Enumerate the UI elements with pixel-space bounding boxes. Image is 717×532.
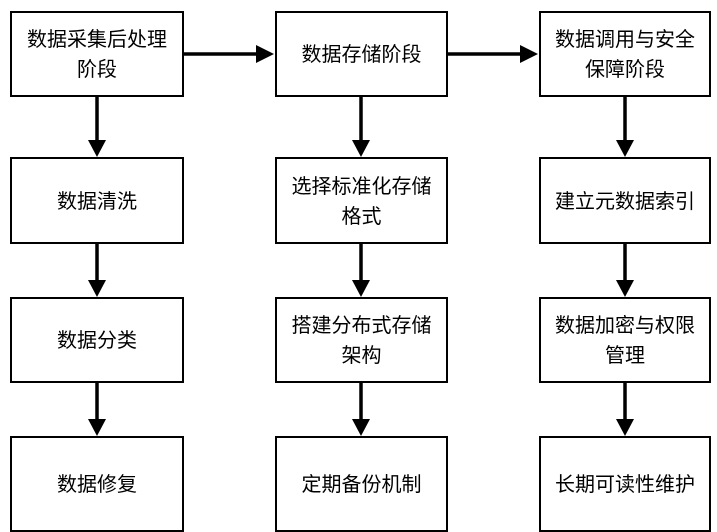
step-label: 数据修复 bbox=[57, 472, 137, 496]
step-label: 数据分类 bbox=[57, 328, 137, 352]
arrow-col2-step1-to-step2 bbox=[352, 244, 370, 297]
step-label: 数据清洗 bbox=[57, 188, 137, 213]
arrow-stage2-to-stage3 bbox=[448, 45, 538, 63]
arrow-col3-header-to-step1 bbox=[616, 97, 634, 157]
step-box-data-classification: 数据分类 bbox=[10, 297, 184, 383]
step-box-long-term-readability: 长期可读性维护 bbox=[539, 436, 711, 532]
arrow-stage1-to-stage2 bbox=[184, 45, 274, 63]
step-box-distributed-storage: 搭建分布式存储架构 bbox=[275, 297, 448, 383]
step-box-standard-format: 选择标准化存储格式 bbox=[275, 157, 448, 244]
step-box-backup: 定期备份机制 bbox=[275, 436, 448, 532]
arrow-col2-step2-to-step3 bbox=[352, 383, 370, 436]
stage-box-storage: 数据存储阶段 bbox=[275, 11, 448, 97]
step-box-data-repair: 数据修复 bbox=[10, 436, 184, 532]
arrow-col3-step2-to-step3 bbox=[616, 383, 634, 436]
stage-box-post-collection: 数据采集后处理阶段 bbox=[10, 11, 184, 97]
step-label: 建立元数据索引 bbox=[555, 188, 695, 213]
step-box-data-cleaning: 数据清洗 bbox=[10, 157, 184, 244]
step-label: 搭建分布式存储架构 bbox=[291, 313, 432, 367]
step-label: 选择标准化存储格式 bbox=[291, 173, 432, 228]
arrow-col1-header-to-step1 bbox=[88, 97, 106, 157]
step-box-encryption-permissions: 数据加密与权限管理 bbox=[539, 297, 711, 383]
step-label: 定期备份机制 bbox=[301, 472, 422, 496]
step-label: 数据加密与权限管理 bbox=[555, 313, 695, 367]
arrow-col3-step1-to-step2 bbox=[616, 244, 634, 297]
arrow-col1-step2-to-step3 bbox=[88, 383, 106, 436]
stage-label: 数据调用与安全保障阶段 bbox=[555, 27, 695, 81]
stage-label: 数据存储阶段 bbox=[301, 42, 422, 66]
step-box-metadata-index: 建立元数据索引 bbox=[539, 157, 711, 244]
arrow-col1-step1-to-step2 bbox=[88, 244, 106, 297]
stage-box-access-security: 数据调用与安全保障阶段 bbox=[539, 11, 711, 97]
arrow-col2-header-to-step1 bbox=[352, 97, 370, 157]
stage-label: 数据采集后处理阶段 bbox=[27, 27, 167, 81]
step-label: 长期可读性维护 bbox=[555, 472, 695, 496]
